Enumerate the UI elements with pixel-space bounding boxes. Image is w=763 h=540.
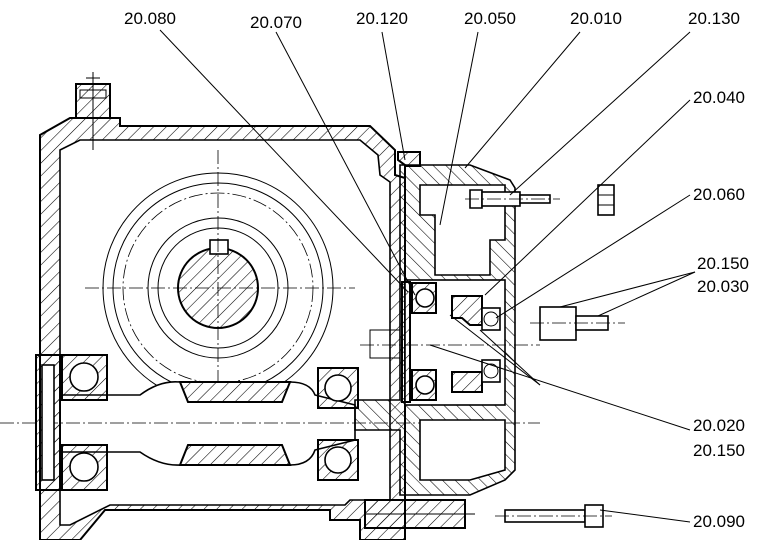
label-20040: 20.040 bbox=[693, 88, 745, 107]
label-20150-upper: 20.150 bbox=[697, 254, 749, 273]
loose-parts bbox=[465, 184, 625, 528]
label-20080: 20.080 bbox=[124, 9, 176, 28]
keyway bbox=[209, 239, 229, 255]
label-20090: 20.090 bbox=[693, 512, 745, 531]
label-20020: 20.020 bbox=[693, 416, 745, 435]
coupling-20030 bbox=[539, 306, 577, 341]
leader-lines bbox=[159, 29, 696, 523]
part-labels: 20.080 20.070 20.120 20.050 20.010 20.13… bbox=[124, 9, 749, 531]
circlip-20080 bbox=[401, 281, 411, 403]
label-20130: 20.130 bbox=[688, 9, 740, 28]
nut bbox=[597, 184, 615, 216]
label-20060: 20.060 bbox=[693, 185, 745, 204]
worm-shaft bbox=[0, 354, 540, 491]
label-20070: 20.070 bbox=[250, 13, 302, 32]
label-20030: 20.030 bbox=[697, 277, 749, 296]
label-20120: 20.120 bbox=[356, 9, 408, 28]
label-20050: 20.050 bbox=[464, 9, 516, 28]
label-20010: 20.010 bbox=[570, 9, 622, 28]
worm-wheel bbox=[85, 150, 355, 420]
label-20150-lower: 20.150 bbox=[693, 441, 745, 460]
motor-adapter-flange bbox=[354, 164, 540, 529]
